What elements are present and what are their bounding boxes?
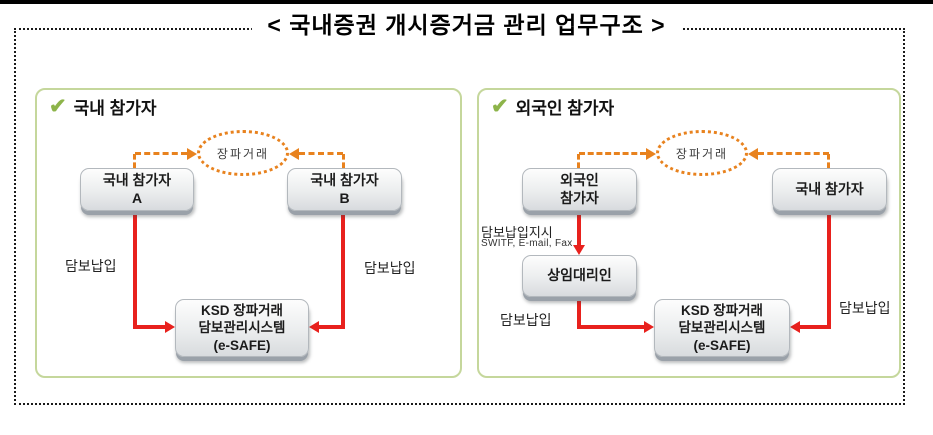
foreign-participant-line2: 참가자 <box>560 189 599 206</box>
red-line-custodian-vertical <box>577 297 581 329</box>
instruction-label: 담보납입지시 <box>481 225 553 240</box>
domestic-participant-box: 국내 참가자 <box>772 168 887 211</box>
ksd-line2: 담보관리시스템 <box>678 320 766 336</box>
dashed-connector-b-horizontal <box>299 152 343 155</box>
otc-trade-bubble: 장파거래 <box>656 130 748 176</box>
arrow-left-icon <box>309 321 319 333</box>
red-line-a-horizontal <box>133 325 165 329</box>
panel-foreign-header: ✔ 외국인 참가자 <box>491 94 614 119</box>
red-line-b-horizontal <box>319 325 345 329</box>
panel-domestic-header-label: 국내 참가자 <box>73 99 157 118</box>
dashed-connector-b-vertical <box>342 154 345 168</box>
red-line-b-vertical <box>341 211 345 329</box>
arrow-right-icon <box>165 321 175 333</box>
page-title: < 국내증권 개시증거금 관리 업무구조 > <box>251 6 682 40</box>
dashed-connector-foreign-vertical <box>577 154 580 168</box>
participant-a-line1: 국내 참가자 <box>102 172 172 188</box>
arrow-right-icon <box>646 148 656 160</box>
dashed-connector-a-vertical <box>133 154 136 168</box>
check-icon: ✔ <box>49 95 67 118</box>
red-line-custodian-horizontal <box>577 325 644 329</box>
arrow-right-icon <box>187 148 197 160</box>
participant-b-line2: B <box>339 189 350 206</box>
participant-a-box: 국내 참가자 A <box>80 168 194 211</box>
arrow-down-icon <box>573 245 585 255</box>
check-icon: ✔ <box>491 95 509 118</box>
ksd-line2: 담보관리시스템 <box>198 320 286 336</box>
arrow-left-icon <box>289 148 299 160</box>
panel-foreign-participants: ✔ 외국인 참가자 장파거래 외국인 참가자 국내 참가자 담보납입지시 SWI… <box>477 88 901 378</box>
dashed-connector-a-horizontal <box>135 152 187 155</box>
dashed-connector-foreign-horizontal <box>579 152 646 155</box>
foreign-participant-line1: 외국인 <box>560 172 599 188</box>
panel-foreign-header-label: 외국인 참가자 <box>515 99 615 118</box>
otc-trade-bubble-label: 장파거래 <box>216 146 270 161</box>
custodian-label: 상임대리인 <box>547 267 612 284</box>
ksd-line1: KSD 장파거래 <box>681 302 763 318</box>
ksd-system-box: KSD 장파거래 담보관리시스템 (e-SAFE) <box>175 299 309 357</box>
deposit-label-left: 담보납입 <box>65 258 117 274</box>
dashed-connector-domestic-vertical <box>827 154 830 168</box>
top-border-line <box>0 0 933 4</box>
ksd-line1: KSD 장파거래 <box>201 302 283 318</box>
participant-b-line1: 국내 참가자 <box>310 172 379 188</box>
red-line-a-vertical <box>133 211 137 329</box>
domestic-participant-label: 국내 참가자 <box>795 180 864 197</box>
arrow-left-icon <box>748 148 758 160</box>
ksd-line3: (e-SAFE) <box>693 337 751 353</box>
panel-domestic-header: ✔ 국내 참가자 <box>49 94 157 119</box>
panel-domestic-participants: ✔ 국내 참가자 장파거래 국내 참가자 A 국내 참가자 B 담보납입 <box>35 88 462 378</box>
otc-trade-bubble-label: 장파거래 <box>675 146 729 161</box>
arrow-right-icon <box>644 321 654 333</box>
dashed-connector-domestic-horizontal <box>758 152 829 155</box>
custodian-box: 상임대리인 <box>522 255 637 297</box>
arrow-left-icon <box>790 321 800 333</box>
red-line-instruction-vertical <box>577 211 581 247</box>
participant-b-box: 국내 참가자 B <box>287 168 402 211</box>
participant-a-line2: A <box>131 189 143 206</box>
deposit-label-right: 담보납입 <box>364 260 416 276</box>
red-line-domestic-vertical <box>827 211 831 329</box>
deposit-label-left: 담보납입 <box>500 312 552 328</box>
instruction-channels-label: SWITF, E-mail, Fax <box>481 238 573 249</box>
red-line-domestic-horizontal <box>800 325 831 329</box>
otc-trade-bubble: 장파거래 <box>197 130 289 176</box>
deposit-label-right: 담보납입 <box>839 300 891 316</box>
foreign-participant-box: 외국인 참가자 <box>522 168 637 211</box>
ksd-line3: (e-SAFE) <box>213 337 271 353</box>
ksd-system-box: KSD 장파거래 담보관리시스템 (e-SAFE) <box>654 299 790 357</box>
